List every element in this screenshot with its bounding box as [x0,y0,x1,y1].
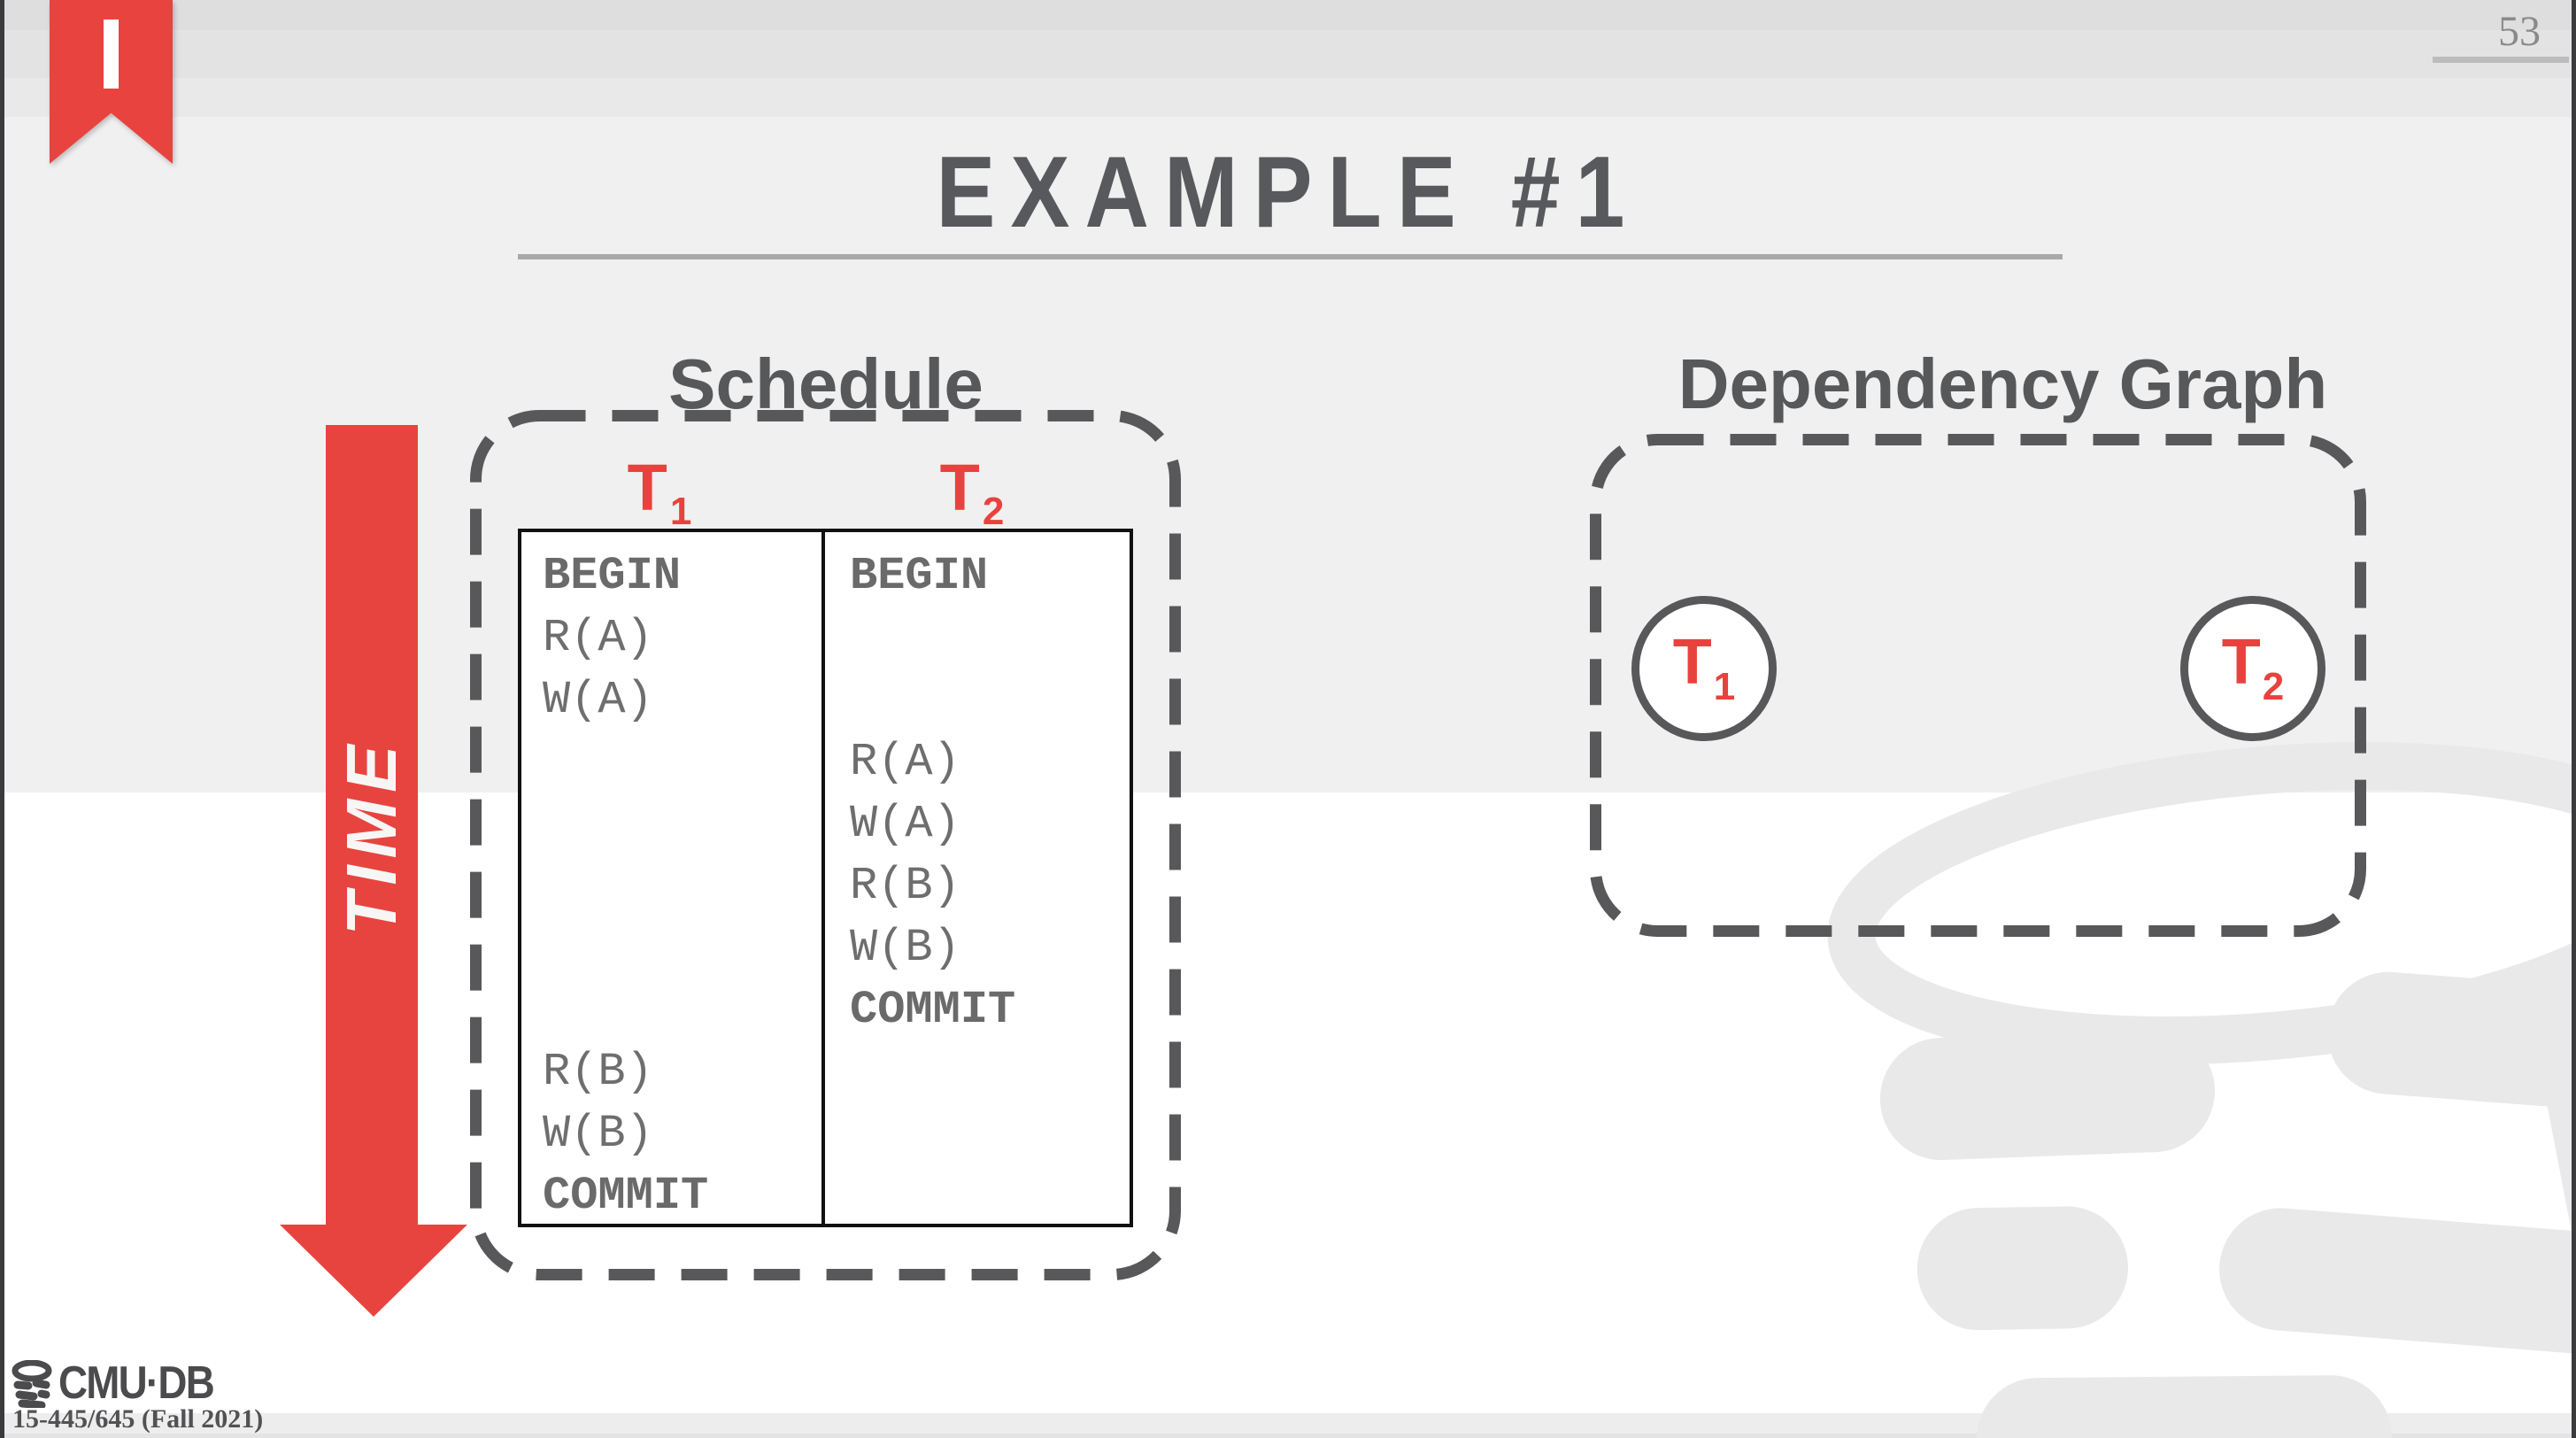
dependency-dashed-box [1590,434,2366,937]
node-t2-subscript: 2 [2262,665,2285,708]
schedule-op-line: R(B) [543,1046,653,1098]
schedule-op-line: W(A) [543,674,653,726]
schedule-op-line: COMMIT [850,984,1016,1036]
node-t1-base: T [1672,627,1712,698]
t2-subscript: 2 [982,490,1005,533]
schedule-dashed-box [470,410,1181,1280]
t2-base: T [939,451,980,524]
dependency-node-t2: T2 [2180,596,2325,741]
schedule-op-line [850,1165,1124,1227]
schedule-op-line: W(B) [543,1108,653,1160]
cmu-db-logo-icon [12,1360,52,1408]
t1-subscript: 1 [669,490,692,533]
schedule-op-line: W(A) [850,798,960,850]
node-t2-base: T [2221,627,2261,698]
transaction-header-t2: T2 [883,450,1060,533]
schedule-op-line: BEGIN [543,550,682,602]
cmu-db-logo: CMU·DB [11,1357,329,1410]
time-arrow-label: TIME [332,738,411,936]
left-window-edge [0,0,4,1438]
top-band-mid [0,30,2576,78]
top-band-dark [0,0,2576,30]
schedule-table [518,529,1133,1227]
schedule-op-line [850,669,1124,731]
schedule-op-line: R(B) [850,860,960,912]
table-column-divider [821,532,825,1224]
schedule-op-line: BEGIN [850,550,989,602]
schedule-column-t2: BEGIN R(A) W(A) R(B) W(B) COMMIT [850,545,1124,1227]
schedule-op-line [543,731,817,793]
dependency-node-t1: T1 [1631,596,1777,741]
schedule-op-line [543,855,817,917]
schedule-op-line [543,917,817,979]
schedule-op-line: R(A) [850,736,960,788]
page-number: 53 [2498,8,2541,55]
schedule-op-line: COMMIT [543,1170,709,1222]
schedule-op-line [850,607,1124,669]
schedule-op-line [850,1041,1124,1103]
schedule-op-line [850,1103,1124,1165]
footer-band [0,1413,2576,1434]
page-title: EXAMPLE #1 [936,136,1640,249]
footer-band-edge [0,1434,2576,1438]
time-arrow-shaft [326,425,418,1226]
bookmark-bar-glyph [104,19,119,89]
t1-base: T [627,451,667,524]
course-label: 15-445/645 (Fall 2021) [12,1404,264,1434]
transaction-header-t1: T1 [571,450,748,533]
top-band-light [0,78,2576,117]
page-number-underline [2433,57,2569,63]
schedule-op-line [543,793,817,855]
schedule-op-line [543,979,817,1041]
bookmark-ribbon-icon [50,0,173,164]
schedule-column-t1: BEGIN R(A) W(A) R(B) W(B) COMMIT [543,545,817,1227]
right-window-edge [2572,0,2576,1438]
cmu-db-logo-text: CMU·DB [58,1357,215,1409]
schedule-op-line: W(B) [850,922,960,974]
title-divider [518,254,2063,259]
node-t1-subscript: 1 [1713,665,1736,708]
node-t2-label: T2 [2222,630,2284,707]
schedule-op-line: R(A) [543,612,653,664]
dependency-section-label: Dependency Graph [1677,344,2328,423]
node-t1-label: T1 [1673,630,1735,707]
